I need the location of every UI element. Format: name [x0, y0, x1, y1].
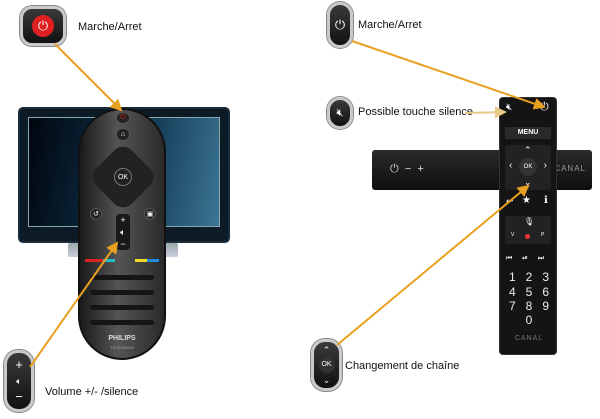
box-power-icon: ⏻ − +: [390, 163, 424, 175]
key-7[interactable]: 7: [508, 299, 516, 313]
chevron-down-icon: ⌄: [322, 375, 331, 385]
arrow-right-mute: [464, 106, 507, 119]
power-label-left: Marche/Arret: [78, 21, 142, 33]
v-label: V: [511, 232, 515, 238]
key-6[interactable]: 6: [542, 285, 550, 299]
volume-rocker[interactable]: +🔈︎−: [116, 214, 130, 250]
key-2[interactable]: 2: [525, 270, 533, 284]
key-9[interactable]: 9: [542, 299, 550, 313]
mute-button[interactable]: 🔇︎: [506, 102, 513, 113]
volume-badge: + 🔈︎ −: [4, 350, 34, 412]
green-key[interactable]: [103, 259, 115, 262]
philips-logo: PHILIPS: [108, 335, 136, 342]
arrow-left-volume: [29, 241, 119, 368]
key-8[interactable]: 8: [525, 299, 533, 313]
power-badge-left: ⏻: [20, 6, 66, 46]
yellow-key[interactable]: [135, 259, 147, 262]
home-button[interactable]: ⌂: [116, 128, 130, 141]
philips-sub: TELEVISION: [110, 345, 134, 350]
red-key[interactable]: [85, 259, 103, 262]
ok-label: OK: [117, 173, 129, 181]
ok-button[interactable]: OK: [519, 158, 537, 176]
power-icon: ⏻: [334, 17, 346, 32]
mute-icon: 🔈︎: [16, 376, 22, 386]
box-brand: CANAL: [554, 164, 586, 173]
key-3[interactable]: 3: [542, 270, 550, 284]
key-4[interactable]: 4: [508, 285, 516, 299]
power-icon: ⏻: [32, 15, 54, 37]
key-5[interactable]: 5: [525, 285, 533, 299]
plus-icon: +: [15, 357, 23, 372]
keypad-row[interactable]: [90, 275, 154, 280]
voice-record-pad[interactable]: 🎙︎ V P: [505, 216, 551, 244]
power-label-right: Marche/Arret: [358, 19, 422, 31]
mic-icon: 🎙︎: [524, 217, 535, 226]
p-label: P: [541, 232, 545, 238]
star-button[interactable]: ★: [522, 195, 531, 206]
channel-badge: ⌃ OK ⌄: [311, 339, 342, 391]
keypad-row[interactable]: [90, 305, 154, 310]
options-button[interactable]: ▣: [144, 208, 156, 220]
info-button[interactable]: ℹ: [544, 195, 548, 206]
transport-buttons[interactable]: ⏮⏯⏭: [506, 255, 555, 262]
back-button[interactable]: ↺: [90, 208, 102, 220]
power-badge-right: ⏻: [327, 2, 353, 48]
minus-icon: −: [15, 389, 23, 404]
philips-remote: ⏻ ⌂ OK ↺ ▣ +🔈︎− PHILIPS TELEVISION: [78, 108, 166, 360]
arrow-left-power: [54, 43, 123, 112]
canal-remote-brand: CANAL: [514, 335, 544, 342]
arrow-right-channel: [336, 184, 530, 346]
channel-label: Changement de chaîne: [345, 360, 460, 372]
blue-key[interactable]: [147, 259, 159, 262]
mute-badge: 🔇︎: [327, 97, 353, 129]
keypad-row[interactable]: [90, 320, 154, 325]
mute-icon: 🔇︎: [336, 106, 344, 119]
key-0[interactable]: 0: [525, 313, 533, 327]
volume-label: Volume +/- /silence: [45, 386, 139, 398]
record-button[interactable]: [525, 234, 530, 239]
arrow-right-power: [351, 40, 546, 110]
mute-label: Possible touche silence: [358, 106, 473, 118]
key-1[interactable]: 1: [508, 270, 516, 284]
ok-icon: OK: [318, 357, 335, 373]
chevron-up-icon: ⌃: [322, 345, 331, 355]
ok-button[interactable]: OK: [114, 168, 132, 186]
dpad[interactable]: ⌃ ‹ › OK ⌄: [505, 145, 551, 190]
keypad-row[interactable]: [90, 290, 154, 295]
menu-button[interactable]: MENU: [505, 127, 551, 139]
power-button[interactable]: ⏻: [116, 112, 130, 124]
